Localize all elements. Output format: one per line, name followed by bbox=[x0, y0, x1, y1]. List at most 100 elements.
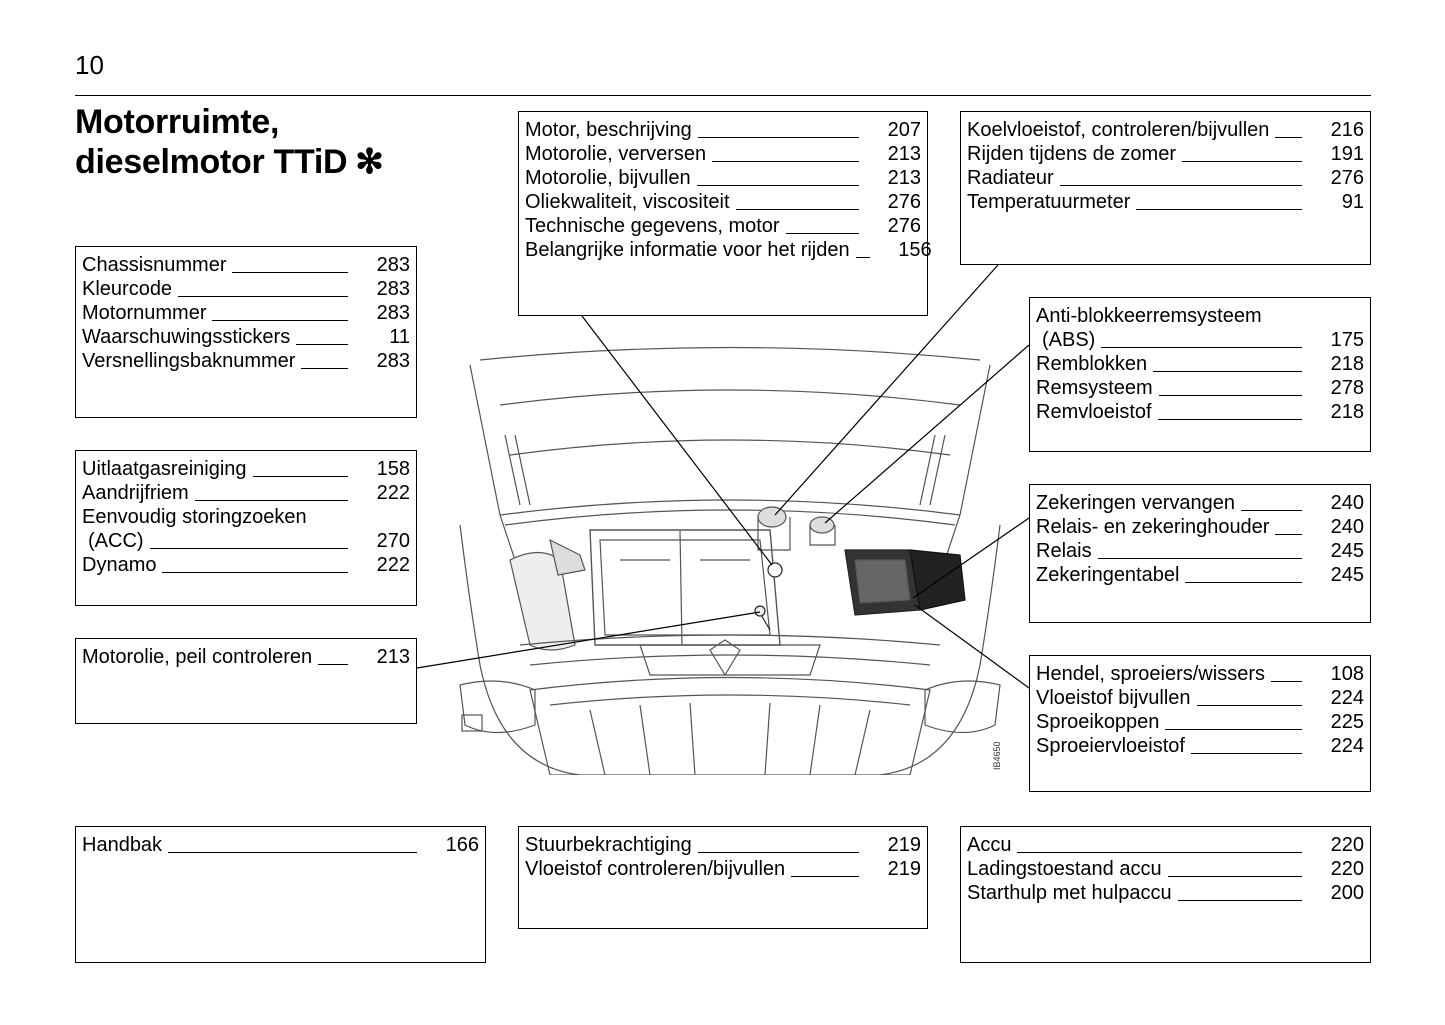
index-entry-page: 175 bbox=[1330, 329, 1364, 351]
title-line-1: Motorruimte, bbox=[75, 103, 280, 141]
index-entry-page: 207 bbox=[887, 119, 921, 141]
leader-line bbox=[1017, 852, 1302, 853]
index-entry-page: 276 bbox=[1330, 167, 1364, 189]
leader-line bbox=[318, 664, 348, 665]
index-entry-label: Vloeistof bijvullen bbox=[1036, 687, 1191, 709]
leader-line bbox=[1275, 534, 1302, 535]
leader-line bbox=[1158, 395, 1302, 396]
index-entry-page: 283 bbox=[376, 350, 410, 372]
index-entry-page: 220 bbox=[1330, 858, 1364, 880]
page-number: 10 bbox=[75, 50, 104, 80]
leader-line bbox=[252, 476, 348, 477]
index-entry-label: Belangrijke informatie voor het rijden bbox=[525, 239, 850, 261]
index-entry-page: 224 bbox=[1330, 687, 1364, 709]
index-entry-label: Starthulp met hulpaccu bbox=[967, 882, 1172, 904]
index-entry-label: Motornummer bbox=[82, 302, 207, 324]
leader-line bbox=[1153, 371, 1302, 372]
index-entry-label: Hendel, sproeiers/wissers bbox=[1036, 663, 1265, 685]
index-entry-page: 225 bbox=[1330, 711, 1364, 733]
index-entry-label: Rijden tijdens de zomer bbox=[967, 143, 1176, 165]
index-entry-page: 245 bbox=[1330, 540, 1364, 562]
index-entry: Motorolie, bijvullen 213 bbox=[525, 166, 921, 190]
index-entry: Zekeringentabel 245 bbox=[1036, 563, 1364, 587]
index-entry-label: Anti-blokkeerremsysteem bbox=[1036, 305, 1262, 327]
leader-line bbox=[1059, 185, 1302, 186]
leader-line bbox=[194, 500, 348, 501]
leader-line bbox=[1185, 582, 1302, 583]
leader-line bbox=[735, 209, 859, 210]
leader-line bbox=[697, 852, 859, 853]
index-entry: Radiateur 276 bbox=[967, 166, 1364, 190]
index-entry-label: Motorolie, bijvullen bbox=[525, 167, 691, 189]
index-entry: Eenvoudig storingzoeken bbox=[82, 505, 410, 529]
header-rule bbox=[75, 95, 1371, 96]
leader-line bbox=[1157, 419, 1302, 420]
leader-line bbox=[791, 876, 859, 877]
index-entry-label: Vloeistof controleren/bijvullen bbox=[525, 858, 786, 880]
index-entry-page: 270 bbox=[376, 530, 410, 552]
leader-line bbox=[1270, 681, 1302, 682]
leader-line bbox=[712, 161, 859, 162]
index-entry-label: Remvloeistof bbox=[1036, 401, 1152, 423]
index-entry-page: 276 bbox=[887, 191, 921, 213]
index-entry-label: Kleurcode bbox=[82, 278, 173, 300]
index-entry-page: 213 bbox=[376, 646, 410, 668]
index-entry-page: 156 bbox=[898, 239, 932, 261]
index-entry: (ACC)270 bbox=[82, 529, 410, 553]
index-entry-label: Sproeikoppen bbox=[1036, 711, 1160, 733]
index-entry-label: Radiateur bbox=[967, 167, 1054, 189]
index-entry-label: Motorolie, verversen bbox=[525, 143, 707, 165]
index-entry-label: Remblokken bbox=[1036, 353, 1148, 375]
index-entry-page: 245 bbox=[1330, 564, 1364, 586]
index-entry-page: 213 bbox=[887, 167, 921, 189]
leader-line bbox=[296, 344, 348, 345]
title-line-2-text: dieselmotor TTiD bbox=[75, 143, 348, 181]
index-entry-page: 222 bbox=[376, 482, 410, 504]
index-entry-page: 200 bbox=[1330, 882, 1364, 904]
leader-line bbox=[696, 185, 859, 186]
leader-line bbox=[1167, 876, 1302, 877]
index-entry-page: 11 bbox=[389, 326, 410, 348]
index-entry-page: 91 bbox=[1341, 191, 1364, 213]
leader-line bbox=[168, 852, 417, 853]
index-entry: Vloeistof bijvullen 224 bbox=[1036, 686, 1364, 710]
leader-line bbox=[1196, 705, 1302, 706]
leader-line bbox=[785, 233, 859, 234]
index-entry-label: Zekeringentabel bbox=[1036, 564, 1180, 586]
index-entry-label: Chassisnummer bbox=[82, 254, 227, 276]
index-entry-page: 216 bbox=[1330, 119, 1364, 141]
page-title: Motorruimte, dieselmotor TTiD✻ bbox=[75, 102, 384, 182]
index-entry: (ABS)175 bbox=[1036, 328, 1364, 352]
leader-line bbox=[301, 368, 348, 369]
index-entry: Belangrijke informatie voor het rijden 15… bbox=[525, 238, 932, 262]
index-entry-label: Technische gegevens, motor bbox=[525, 215, 780, 237]
